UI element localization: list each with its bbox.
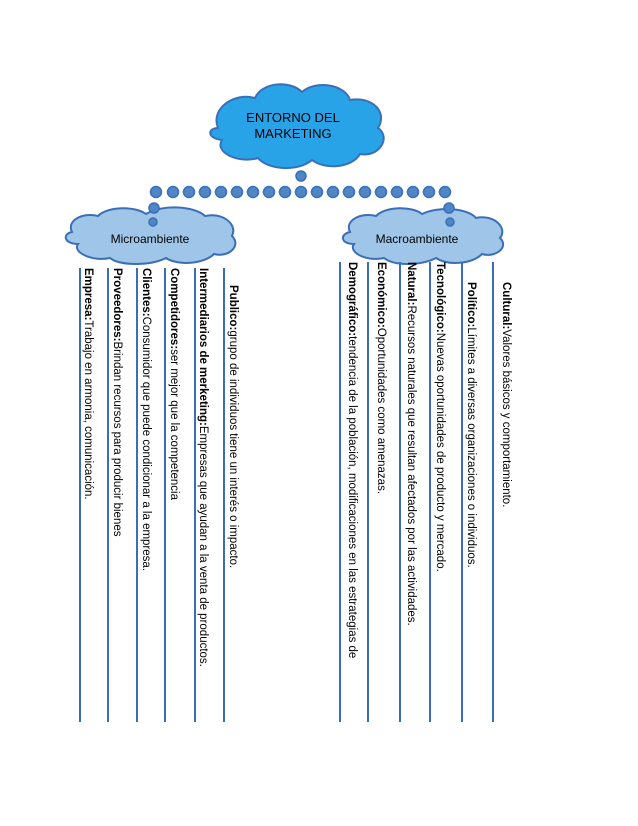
connector-dot [326,185,340,199]
connector-dot [214,185,228,199]
micro-branch-label: Microambiente [110,232,190,246]
connector-dot [198,185,212,199]
micro-item-competidores: Competidores:ser mejor que la competenci… [168,268,180,501]
dot-connector [148,170,455,227]
micro-item-intermediarios: Intermediarios de merketing:Empresas que… [197,268,209,667]
macro-item-demografico: Demográfico:tendencia de la población, m… [346,262,358,659]
branch-lines [79,262,494,722]
main-title: ENTORNO DEL MARKETING [246,110,340,141]
macro-item-cultural: Cultural:Valores básicos y comportamient… [500,282,512,508]
main-cloud [209,83,385,170]
connector-dot [278,185,292,199]
connector-dot [182,185,196,199]
connector-dot [262,185,276,199]
connector-dot [166,185,180,199]
micro-cloud [64,206,237,265]
connector-dot [406,185,420,199]
connector-dot [443,202,455,214]
connector-dot [422,185,436,199]
connector-dot [374,185,388,199]
connector-dot [342,185,356,199]
connector-dot [390,185,404,199]
connector-dot [149,185,163,199]
connector-dot [148,202,160,214]
macro-item-economico: Económico:Oportunidades como amenazas. [375,262,387,495]
macro-item-tecnologico: Tecnológico:Nuevas oportunidades de prod… [434,262,446,572]
connector-dot [148,217,158,227]
connector-dot [445,217,455,227]
connector-dot [310,185,324,199]
connector-dot [246,185,260,199]
connector-dot [295,170,307,182]
macro-branch-label: Macroambiente [375,232,459,246]
macro-cloud [342,207,505,265]
connector-dot [230,185,244,199]
connector-dot [438,185,452,199]
macro-item-natural: Natural:Recursos naturales que resultan … [405,262,417,626]
connector-dot [294,185,308,199]
micro-item-clientes: Clientes:Consumidor que puede condiciona… [140,268,152,572]
micro-item-publico: Publico:grupo de individuos tiene un int… [227,285,239,569]
macro-item-politico: Político:Límites a diversas organizacion… [465,282,477,568]
micro-item-empresa: Empresa:Trabajo en armonia, comunicación… [82,268,94,500]
micro-item-proveedores: Proveedores:Brindan recursos para produc… [111,268,123,537]
connector-dot [358,185,372,199]
